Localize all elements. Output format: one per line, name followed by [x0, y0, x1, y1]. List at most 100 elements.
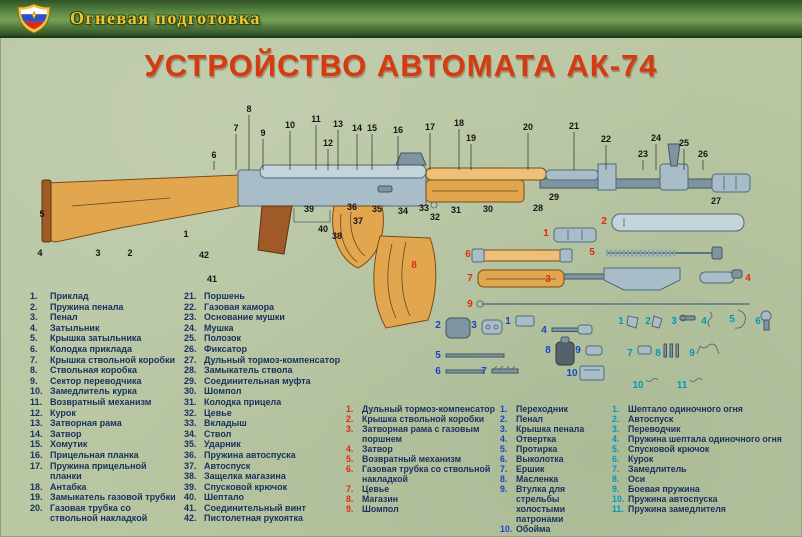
- parts-list-item: 35.Ударник: [184, 439, 348, 450]
- parts-list-item: 2.Автоспуск: [612, 414, 796, 424]
- part-number: 15.: [30, 439, 43, 450]
- part-label: Вкладыш: [204, 418, 247, 429]
- parts-list-item: 23.Основание мушки: [184, 312, 348, 323]
- parts-list-item: 33.Вкладыш: [184, 418, 348, 429]
- part-label: Пенал: [516, 414, 544, 424]
- part-label: Полозок: [204, 333, 241, 344]
- part-label: Ершик: [516, 464, 545, 474]
- parts-list-item: 2.Крышка ствольной коробки: [346, 414, 498, 424]
- part-label: Замедлитель курка: [50, 386, 137, 397]
- diagram-callout-number: 4: [745, 273, 751, 284]
- diagram-callout-number: 3: [471, 320, 477, 331]
- diagram-callout-number: 29: [549, 192, 559, 202]
- part-number: 1.: [612, 404, 620, 414]
- diagram-callout-number: 34: [398, 206, 408, 216]
- parts-list-item: 1.Переходник: [500, 404, 610, 414]
- muzzle-brake-shape: [711, 173, 751, 193]
- part-number: 26.: [184, 343, 197, 354]
- parts-list-item: 4.Пружина шептала одиночного огня: [612, 434, 796, 444]
- part-label: Пружина пенала: [50, 301, 124, 312]
- parts-list-item: 31.Колодка прицела: [184, 397, 348, 408]
- part-label: Автоспуск: [628, 414, 674, 424]
- parts-list-item: 28.Замыкатель ствола: [184, 365, 348, 376]
- part-label: Газовая трубка со ствольной накладкой: [362, 464, 491, 484]
- diagram-callout-number: 24: [651, 133, 661, 143]
- diagram-callout-number: 7: [233, 123, 238, 133]
- part-label: Хомутик: [50, 439, 88, 450]
- detail-line: [71, 197, 171, 207]
- parts-list-item: 2.Пенал: [500, 414, 610, 424]
- part-label: Пружина замедлителя: [628, 504, 726, 514]
- magazine-part-shape: [373, 235, 437, 329]
- part-label: Крышка ствольной коробки: [50, 354, 175, 365]
- part-label: Пистолетная рукоятка: [204, 513, 303, 524]
- part-number: 6.: [346, 464, 354, 474]
- diagram-callout-number: 8: [655, 348, 661, 359]
- parts-list-item: 37.Автоспуск: [184, 461, 348, 472]
- diagram-callout-number: 12: [323, 138, 333, 148]
- part-number: 40.: [184, 492, 197, 503]
- diagram-callout-number: 22: [601, 134, 611, 144]
- parts-list-item: 4. Затыльник: [30, 323, 180, 334]
- diagram-callout-number: 3: [545, 274, 551, 285]
- diagram-callout-number: 4: [37, 248, 42, 258]
- retarder-spring-shape: [689, 378, 703, 382]
- clip-shape: [579, 365, 605, 381]
- part-number: 18.: [30, 481, 43, 492]
- parts-list-item: 7.Крышка ствольной коробки: [30, 355, 180, 366]
- part-number: 28.: [184, 365, 197, 376]
- part-label: Шептало одиночного огня: [628, 404, 743, 414]
- part-number: 3.: [30, 312, 38, 323]
- parts-list-item: 3.Переводчик: [612, 424, 796, 434]
- part-number: 4.: [30, 322, 38, 333]
- diagram-callout-number: 4: [541, 325, 547, 336]
- bolt-carrier-part-shape: [603, 267, 681, 291]
- parts-list-item: 15. Хомутик: [30, 439, 180, 450]
- diagram-callout-number: 13: [333, 119, 343, 129]
- parts-list-item: 17.Пружина прицельной планки: [30, 461, 180, 482]
- parts-list-item: 8.Ствольная коробка: [30, 365, 180, 376]
- oiler-shape: [555, 341, 575, 366]
- part-label: Пружина шептала одиночного огня: [628, 434, 782, 444]
- part-label: Газовая камора: [204, 301, 275, 312]
- part-label: Защелка магазина: [204, 471, 286, 482]
- part-number: 20.: [30, 502, 43, 513]
- part-number: 5.: [612, 444, 620, 454]
- diagram-callout-number: 6: [465, 249, 471, 260]
- part-label: Затыльник: [50, 322, 100, 333]
- parts-list-item: 5.Спусковой крючок: [612, 444, 796, 454]
- parts-list-item: 10.Замедлитель курка: [30, 386, 180, 397]
- parts-list-item: 38.Защелка магазина: [184, 471, 348, 482]
- part-number: 30.: [184, 386, 197, 397]
- diagram-callout-number: 31: [451, 205, 461, 215]
- parts-list-item: 4.Отвертка: [500, 434, 610, 444]
- part-label: Затвор: [362, 444, 393, 454]
- header-bar: Огневая подготовка: [0, 0, 802, 38]
- detail-line: [567, 230, 583, 240]
- detail-line: [493, 365, 516, 370]
- parts-list-item: 9.Боевая пружина: [612, 484, 796, 494]
- parts-list-item: 6. Газовая трубка со ствольной накладкой: [346, 464, 498, 484]
- part-number: 17.: [30, 460, 43, 471]
- part-label: Фиксатор: [204, 343, 248, 354]
- part-number: 8.: [346, 494, 354, 504]
- butt-plate-shape: [41, 179, 52, 243]
- parts-list-item: 8.Масленка: [500, 474, 610, 484]
- gas-tube-collar-shape: [559, 248, 573, 263]
- parts-list-item: 10.Пружина автоспуска: [612, 494, 796, 504]
- parts-list-item: 1. Шептало одиночного огня: [612, 404, 796, 414]
- diagram-callout-number: 9: [260, 128, 265, 138]
- part-label: Замыкатель газовой трубки: [50, 492, 176, 503]
- diagram-callout-number: 7: [467, 273, 473, 284]
- part-number: 32.: [184, 407, 197, 418]
- part-number: 21.: [184, 291, 197, 301]
- part-label: Дульный тормоз-компенсатор: [204, 354, 341, 365]
- screwdriver-handle-shape: [577, 324, 593, 335]
- part-number: 4.: [346, 444, 354, 454]
- parts-list-item: 3.Пенал: [30, 312, 180, 323]
- parts-list-item: 11.Возвратный механизм: [30, 397, 180, 408]
- part-label: Сектор переводчика: [50, 375, 142, 386]
- parts-list-item: 27.Дульный тормоз-компенсатор: [184, 355, 348, 366]
- part-number: 3.: [346, 424, 354, 434]
- part-label: Соединительная муфта: [204, 375, 311, 386]
